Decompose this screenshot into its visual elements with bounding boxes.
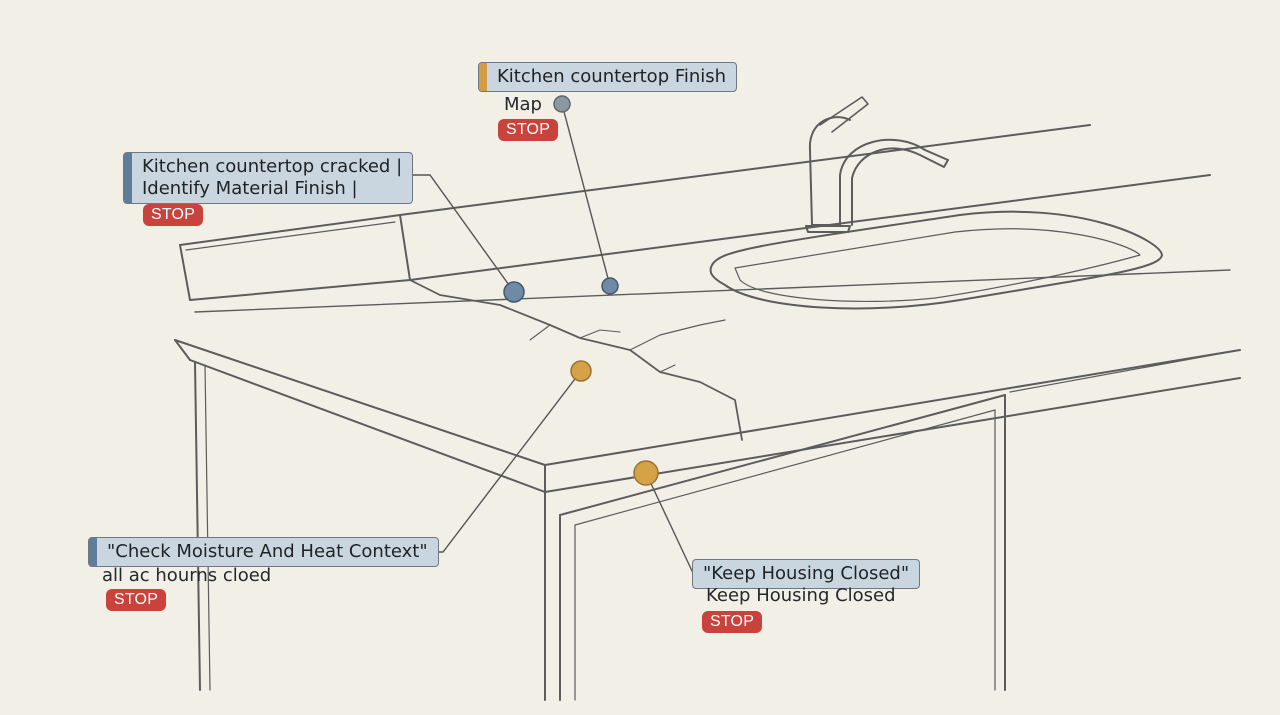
sink-outline [709, 210, 1163, 310]
stop-badge-housing: STOP [702, 611, 763, 633]
callout-housing-subtitle: Keep Housing Closed [706, 585, 896, 606]
countertop-back-edge [194, 269, 1231, 313]
marker-dot-moisture [570, 360, 592, 382]
callout-tab [89, 538, 97, 566]
callout-moisture-subtitle: all ac hourns cloed [102, 565, 272, 586]
marker-dot-finish-target [601, 277, 619, 295]
callout-housing-title: "Keep Housing Closed" [692, 559, 921, 589]
callout-moisture-title: "Check Moisture And Heat Context" [88, 537, 439, 567]
cabinet-door-top [559, 394, 1006, 516]
leader-line-cracked [408, 174, 515, 293]
leader-line-finish-map [561, 103, 611, 287]
callout-title-line-2: Identify Material Finish | [142, 178, 358, 199]
countertop-front-edge [174, 339, 1241, 466]
callout-title-text: "Check Moisture And Heat Context" [107, 541, 428, 562]
callout-finish-map-subtitle: Map [504, 94, 542, 115]
cabinet-left-post [194, 361, 201, 691]
backsplash-left-side [179, 244, 191, 301]
backsplash-seam [399, 214, 411, 281]
callout-finish-map-title: Kitchen countertop Finish [478, 62, 738, 92]
stop-badge-moisture: STOP [106, 589, 167, 611]
callout-title-line-1: Kitchen countertop cracked | [142, 156, 403, 177]
marker-dot-housing [633, 460, 659, 486]
leader-line-housing [645, 472, 694, 574]
marker-dot-cracked [503, 281, 525, 303]
leader-line-moisture [428, 370, 582, 553]
callout-cracked: Kitchen countertop cracked | Identify Ma… [123, 152, 414, 204]
callout-title-text: "Keep Housing Closed" [703, 563, 910, 584]
callout-title-text: Kitchen countertop Finish [497, 66, 727, 87]
callout-tab [124, 153, 132, 203]
stop-badge-finish-map: STOP [498, 119, 559, 141]
countertop-crack [409, 279, 743, 441]
callout-tab [479, 63, 487, 91]
stop-badge-cracked: STOP [143, 204, 204, 226]
faucet [808, 116, 949, 226]
marker-dot-finish-map [553, 95, 571, 113]
